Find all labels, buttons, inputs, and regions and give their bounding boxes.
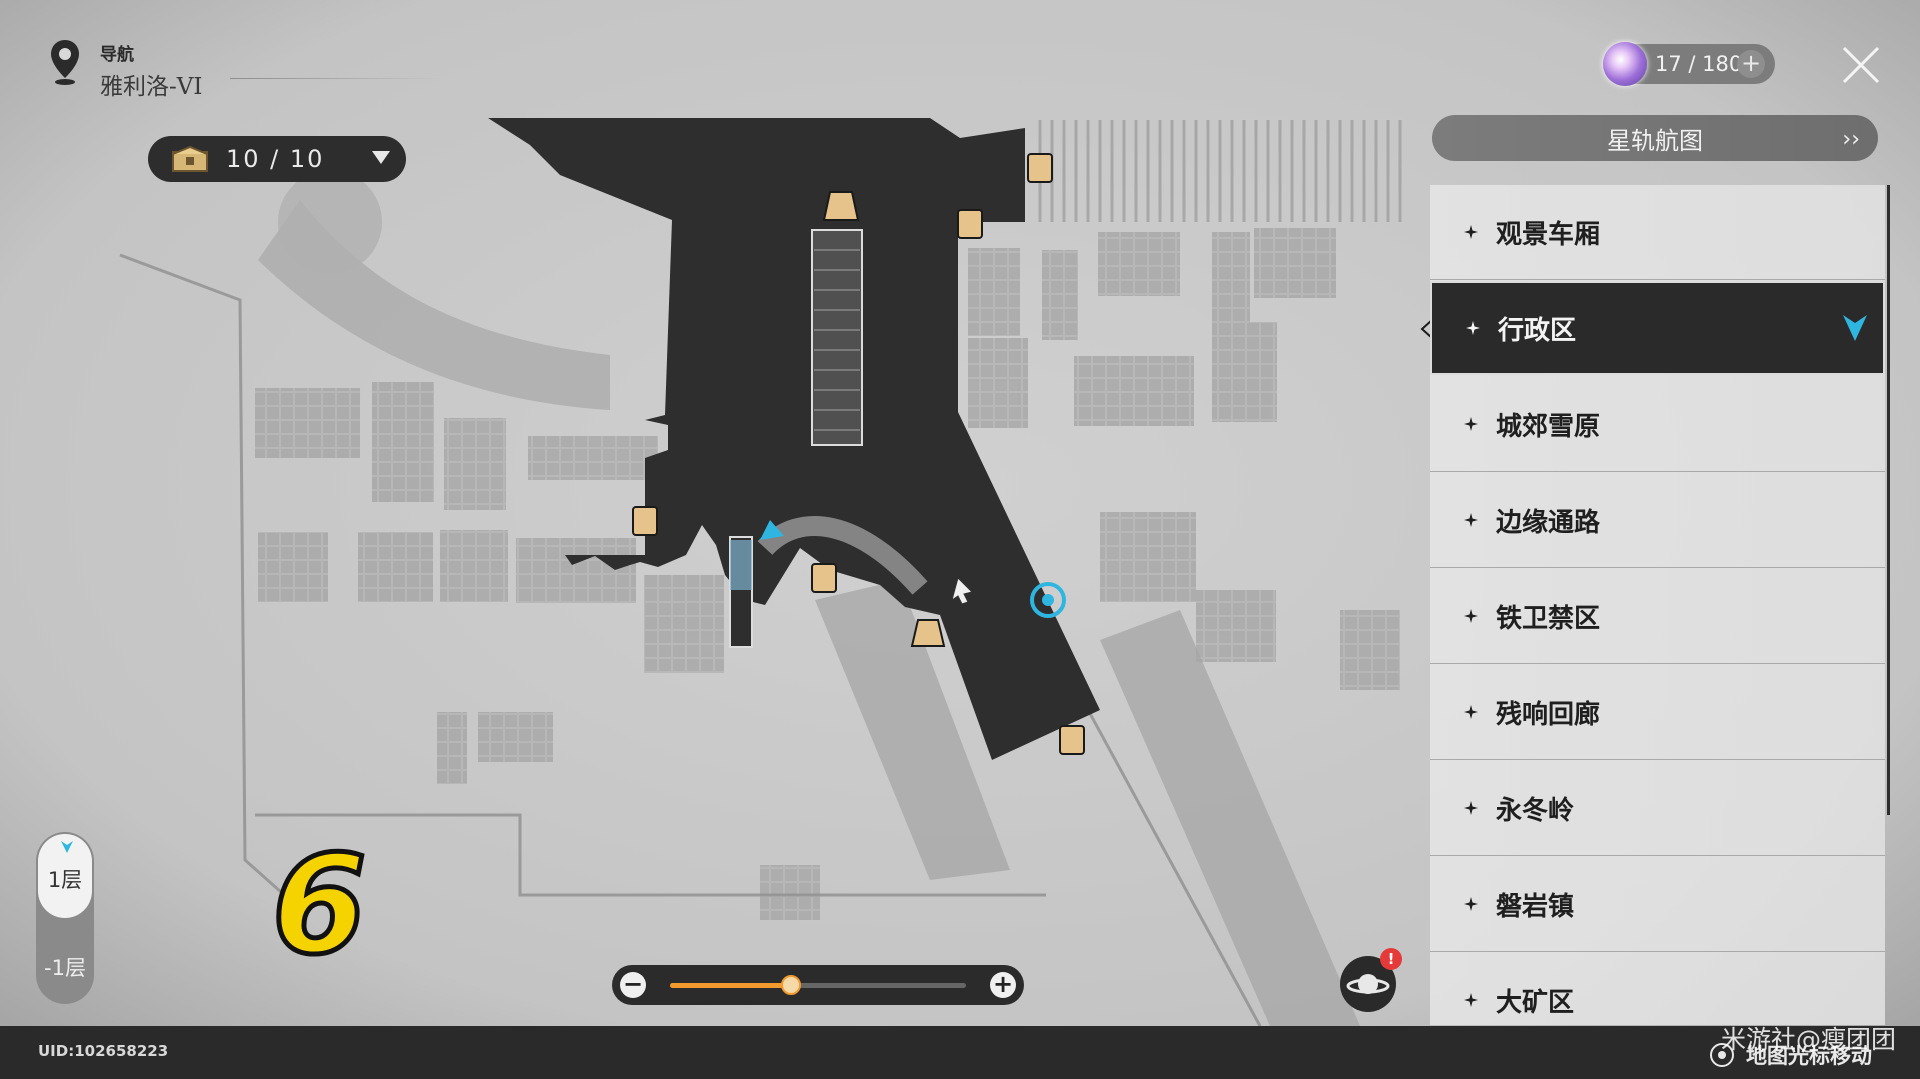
location-pin-icon bbox=[51, 40, 79, 85]
star-rail-map-button[interactable]: 星轨航图 ›› bbox=[1432, 115, 1878, 161]
current-floor-icon bbox=[61, 841, 73, 853]
current-world-name: 雅利洛-VI bbox=[100, 74, 203, 100]
floor-minus-1-label: -1层 bbox=[44, 956, 86, 980]
double-chevron-right-icon: ›› bbox=[1842, 127, 1860, 152]
uid-label: UID:102658223 bbox=[38, 1042, 169, 1060]
trailblaze-power[interactable]: 17 / 180 + bbox=[1603, 42, 1775, 86]
region-list-scrollbar[interactable] bbox=[1887, 185, 1890, 815]
region-item-administrative-district[interactable]: 行政区 bbox=[1430, 281, 1885, 375]
dropdown-arrow-icon bbox=[372, 151, 390, 164]
region-item-silvermane-guard-restricted-zone[interactable]: 铁卫禁区 bbox=[1430, 569, 1885, 664]
current-location-icon bbox=[1843, 315, 1867, 341]
region-label: 大矿区 bbox=[1496, 987, 1575, 1018]
zoom-fill bbox=[670, 983, 792, 988]
add-power-button[interactable]: + bbox=[1737, 50, 1765, 78]
region-item-corridor-of-fading-echoes[interactable]: 残响回廊 bbox=[1430, 665, 1885, 760]
overlay-number: 6 bbox=[270, 827, 370, 985]
zoom-in-button[interactable]: + bbox=[990, 972, 1016, 998]
sparkle-icon bbox=[1464, 705, 1478, 719]
trailblaze-power-icon bbox=[1603, 42, 1647, 86]
region-item-observation-car[interactable]: 观景车厢 bbox=[1430, 185, 1885, 280]
sparkle-icon bbox=[1464, 513, 1478, 527]
planet-icon bbox=[1346, 974, 1390, 994]
treasure-chest-icon bbox=[172, 146, 208, 172]
sparkle-icon bbox=[1466, 321, 1480, 335]
floor-switcher: 1层 -1层 bbox=[36, 832, 94, 1004]
region-label: 磐岩镇 bbox=[1496, 891, 1575, 922]
region-item-outlying-snow-plains[interactable]: 城郊雪原 bbox=[1430, 377, 1885, 472]
region-item-backwater-pass[interactable]: 边缘通路 bbox=[1430, 473, 1885, 568]
region-item-great-mine[interactable]: 大矿区 bbox=[1430, 953, 1885, 1025]
zoom-slider[interactable]: − + bbox=[612, 965, 1024, 1005]
zoom-handle[interactable] bbox=[781, 975, 802, 995]
region-label: 行政区 bbox=[1498, 315, 1577, 346]
region-list: 观景车厢 行政区 城郊雪原 边缘通路 铁卫禁区 残响回廊 永冬岭 磐岩镇 大矿区 bbox=[1430, 185, 1885, 1025]
region-item-everwinter-hill[interactable]: 永冬岭 bbox=[1430, 761, 1885, 856]
sparkle-icon bbox=[1464, 417, 1478, 431]
zoom-out-button[interactable]: − bbox=[620, 972, 646, 998]
bottom-bar: UID:102658223 地图光标移动 bbox=[0, 1026, 1920, 1079]
sparkle-icon bbox=[1464, 225, 1478, 239]
divider bbox=[230, 78, 440, 79]
region-label: 城郊雪原 bbox=[1496, 411, 1601, 442]
map-markers bbox=[632, 153, 1085, 755]
region-label: 边缘通路 bbox=[1496, 507, 1601, 538]
sparkle-icon bbox=[1464, 801, 1478, 815]
region-label: 残响回廊 bbox=[1496, 699, 1601, 730]
region-item-boulder-town[interactable]: 磐岩镇 bbox=[1430, 857, 1885, 952]
trailblaze-power-value: 17 / 180 bbox=[1655, 52, 1743, 76]
floor-1-button[interactable]: 1层 bbox=[38, 834, 92, 918]
sparkle-icon bbox=[1464, 897, 1478, 911]
sparkle-icon bbox=[1464, 609, 1478, 623]
zoom-track[interactable] bbox=[670, 975, 966, 995]
notification-badge: ! bbox=[1380, 948, 1402, 970]
chest-count: 10 / 10 bbox=[226, 145, 325, 173]
chest-counter-dropdown[interactable]: 10 / 10 bbox=[148, 136, 406, 182]
region-label: 观景车厢 bbox=[1496, 219, 1601, 250]
close-icon[interactable] bbox=[1842, 46, 1880, 84]
floor-1-label: 1层 bbox=[47, 868, 83, 892]
navigation-header: 导航 雅利洛-VI bbox=[48, 38, 202, 101]
cursor-hint-label: 地图光标移动 bbox=[1746, 1044, 1872, 1068]
floor-minus-1-button[interactable]: -1层 bbox=[38, 918, 92, 1002]
star-rail-map-label: 星轨航图 bbox=[1607, 126, 1703, 155]
navigation-label: 导航 bbox=[100, 45, 134, 65]
joystick-icon bbox=[1710, 1043, 1734, 1067]
region-label: 永冬岭 bbox=[1496, 795, 1575, 826]
cursor-move-hint: 地图光标移动 bbox=[1708, 1040, 1872, 1070]
region-label: 铁卫禁区 bbox=[1496, 603, 1601, 634]
sparkle-icon bbox=[1464, 993, 1478, 1007]
watermark: 米游社@瘦团团 bbox=[1720, 1025, 1896, 1054]
